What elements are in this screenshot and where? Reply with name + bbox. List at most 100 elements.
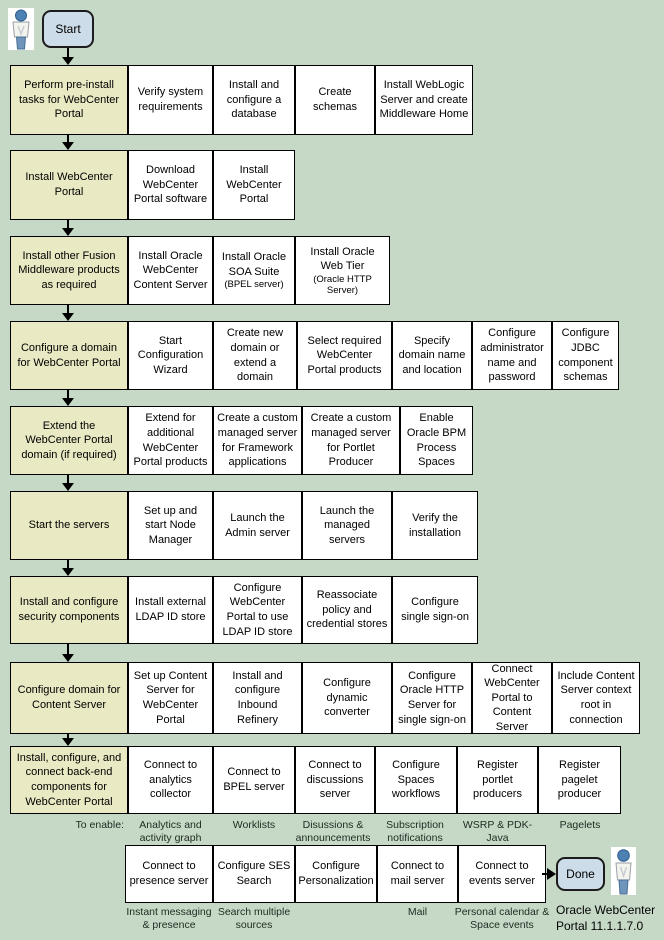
sub-step-label: Verify the installation	[409, 511, 461, 539]
sub-step-box: Configure single sign-on	[392, 576, 478, 644]
flow-arrowhead-down	[62, 57, 74, 65]
sub-step-box: Enable Oracle BPM Process Spaces	[400, 406, 473, 475]
sub-step-box: Configure administrator name and passwor…	[472, 321, 552, 390]
sub-step-box: Configure Oracle HTTP Server for single …	[392, 662, 472, 734]
main-step-box: Install WebCenter Portal	[10, 150, 128, 220]
sub-step-label: Launch the managed servers	[319, 504, 375, 546]
main-step-label: Install WebCenter Portal	[25, 171, 113, 198]
sub-step-box: Include Content Server context root in c…	[552, 662, 640, 734]
sub-step-box: Configure dynamic converter	[302, 662, 392, 734]
sub-step-box: Install Oracle SOA Suite(BPEL server)	[213, 236, 295, 305]
sub-step-box: Install Oracle Web Tier(Oracle HTTP Serv…	[295, 236, 390, 305]
sub-step-box: Configure SES Search	[213, 845, 295, 903]
enable-label: Disussions & announcements	[295, 819, 371, 844]
sub-step-label: Configure administrator name and passwor…	[480, 327, 544, 384]
main-step-box: Start the servers	[10, 491, 128, 560]
flow-arrow-down	[67, 135, 69, 143]
sub-step-label: Install Oracle SOA Suite	[221, 251, 287, 278]
sub-step-label: Start Configuration Wizard	[137, 334, 204, 376]
sub-step-box: Connect to presence server	[125, 845, 213, 903]
sub-step-label: Connect WebCenter Portal to Content Serv…	[484, 662, 540, 733]
to-enable-heading: To enable:	[75, 819, 124, 831]
flow-arrow-down	[67, 644, 69, 655]
enable-label: Analytics and activity graph	[139, 819, 202, 844]
main-step-label: Install other Fusion Middleware products…	[18, 249, 120, 291]
done-node: Done	[556, 857, 605, 891]
main-step-box: Perform pre-install tasks for WebCenter …	[10, 65, 128, 135]
sub-step-box: Verify system requirements	[128, 65, 213, 135]
sub-step-label: Create a custom managed server for Portl…	[310, 412, 392, 469]
sub-step-box: Launch the managed servers	[302, 491, 392, 560]
sub-step-box: Create schemas	[295, 65, 375, 135]
main-step-box: Install other Fusion Middleware products…	[10, 236, 128, 305]
sub-step-label: Install Oracle Web Tier	[310, 245, 375, 273]
sub-step-box: Connect to BPEL server	[213, 746, 295, 814]
flow-arrow-down	[67, 390, 69, 399]
sub-step-sublabel: (BPEL server)	[224, 279, 284, 291]
sub-step-box: Create new domain or extend a domain	[213, 321, 297, 390]
sub-step-label: Connect to analytics collector	[143, 759, 198, 801]
sub-step-label: Connect to presence server	[129, 860, 209, 887]
sub-step-label: Configure dynamic converter	[323, 677, 371, 719]
person-icon	[611, 847, 636, 900]
sub-step-label: Create schemas	[312, 86, 358, 113]
sub-step-box: Launch the Admin server	[213, 491, 302, 560]
flow-arrow-down	[67, 560, 69, 569]
sub-step-label: Connect to events server	[468, 860, 536, 887]
sub-step-box: Configure WebCenter Portal to use LDAP I…	[213, 576, 302, 644]
enable-label: Subscription notifications	[386, 819, 444, 844]
flow-arrow-down	[67, 305, 69, 314]
flow-arrowhead-down	[62, 654, 74, 662]
main-step-box: Configure a domain for WebCenter Portal	[10, 321, 128, 390]
sub-step-box: Reassociate policy and credential stores	[302, 576, 392, 644]
flow-arrow-down	[67, 48, 69, 58]
sub-step-label: Download WebCenter Portal software	[133, 164, 208, 206]
version-caption: Oracle WebCenter Portal 11.1.1.7.0	[556, 903, 656, 933]
main-step-label: Start the servers	[28, 519, 110, 532]
sub-step-label: Install and configure a database	[226, 79, 282, 121]
sub-step-label: Create a custom managed server for Frame…	[217, 412, 298, 469]
sub-step-box: Install and configure a database	[213, 65, 295, 135]
sub-step-box: Connect to analytics collector	[128, 746, 213, 814]
enable-label: Pagelets	[559, 819, 601, 831]
done-label: Done	[566, 867, 595, 881]
flow-arrowhead-down	[62, 313, 74, 321]
sub-step-label: Install Oracle WebCenter Content Server	[133, 249, 208, 291]
sub-step-box: Register portlet producers	[457, 746, 538, 814]
flow-arrowhead-down	[62, 483, 74, 491]
flow-arrow-down	[67, 734, 69, 739]
enable-label: Instant messaging & presence	[126, 906, 212, 931]
sub-step-label: Specify domain name and location	[398, 334, 466, 376]
sub-step-box: Install WebLogic Server and create Middl…	[375, 65, 473, 135]
sub-step-label: Set up Content Server for WebCenter Port…	[133, 669, 208, 726]
flow-arrowhead-down	[62, 142, 74, 150]
flow-arrowhead-down	[62, 568, 74, 576]
sub-step-box: Extend for additional WebCenter Portal p…	[128, 406, 213, 475]
sub-step-label: Install WebLogic Server and create Middl…	[379, 79, 469, 121]
start-node: Start	[42, 10, 94, 48]
sub-step-box: Install WebCenter Portal	[213, 150, 295, 220]
sub-step-box: Configure Spaces workflows	[375, 746, 457, 814]
sub-step-label: Connect to discussions server	[306, 759, 364, 801]
enable-label: Search multiple sources	[217, 906, 291, 931]
enable-label: Worklists	[232, 819, 276, 831]
main-step-box: Install and configure security component…	[10, 576, 128, 644]
sub-step-label: Set up and start Node Manager	[143, 504, 198, 546]
sub-step-box: Configure JDBC component schemas	[552, 321, 619, 390]
sub-step-box: Connect to mail server	[377, 845, 458, 903]
sub-step-label: Select required WebCenter Portal product…	[307, 334, 382, 376]
sub-step-label: Configure Personalization	[298, 860, 374, 887]
flow-arrowhead-down	[62, 398, 74, 406]
sub-step-label: Reassociate policy and credential stores	[306, 589, 388, 631]
sub-step-box: Start Configuration Wizard	[128, 321, 213, 390]
sub-step-label: Enable Oracle BPM Process Spaces	[406, 412, 467, 469]
sub-step-label: Connect to BPEL server	[223, 766, 285, 793]
sub-step-box: Select required WebCenter Portal product…	[297, 321, 392, 390]
sub-step-label: Include Content Server context root in c…	[557, 669, 635, 726]
sub-step-label: Configure Oracle HTTP Server for single …	[398, 669, 466, 726]
main-step-label: Install, configure, and connect back-end…	[16, 751, 122, 808]
main-step-box: Configure domain for Content Server	[10, 662, 128, 734]
flow-arrowhead-down	[62, 228, 74, 236]
main-step-label: Configure domain for Content Server	[17, 684, 121, 711]
